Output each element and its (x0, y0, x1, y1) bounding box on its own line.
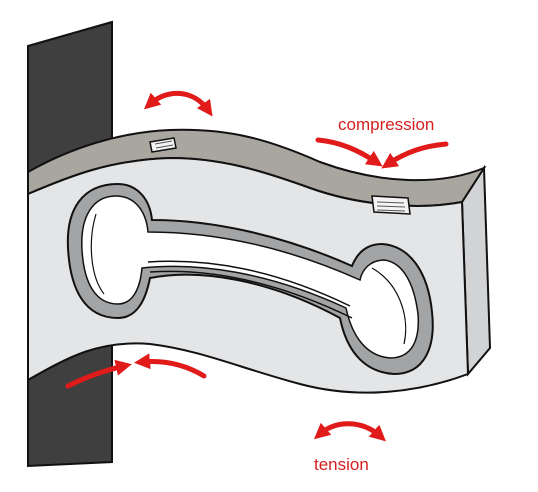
compression-arrow-icon (381, 141, 449, 169)
flexure-cutout-inner (81, 195, 420, 359)
cutout-ledge-line (147, 260, 351, 307)
compression-arrow-icon (315, 137, 383, 167)
compression-arrow-icon (65, 359, 132, 389)
double-arrow-icon (144, 90, 213, 117)
cutout-ledge-line (149, 270, 353, 319)
tension-label: tension (314, 455, 369, 474)
compression-label: compression (338, 115, 434, 134)
cutout-ledge-line (90, 213, 105, 295)
sensor-pad-icon (371, 195, 411, 215)
cutout-ledge-line (371, 267, 407, 345)
sensor-pad-icon (149, 137, 177, 153)
double-arrow-icon (313, 421, 386, 442)
compression-arrow-icon (134, 353, 207, 379)
